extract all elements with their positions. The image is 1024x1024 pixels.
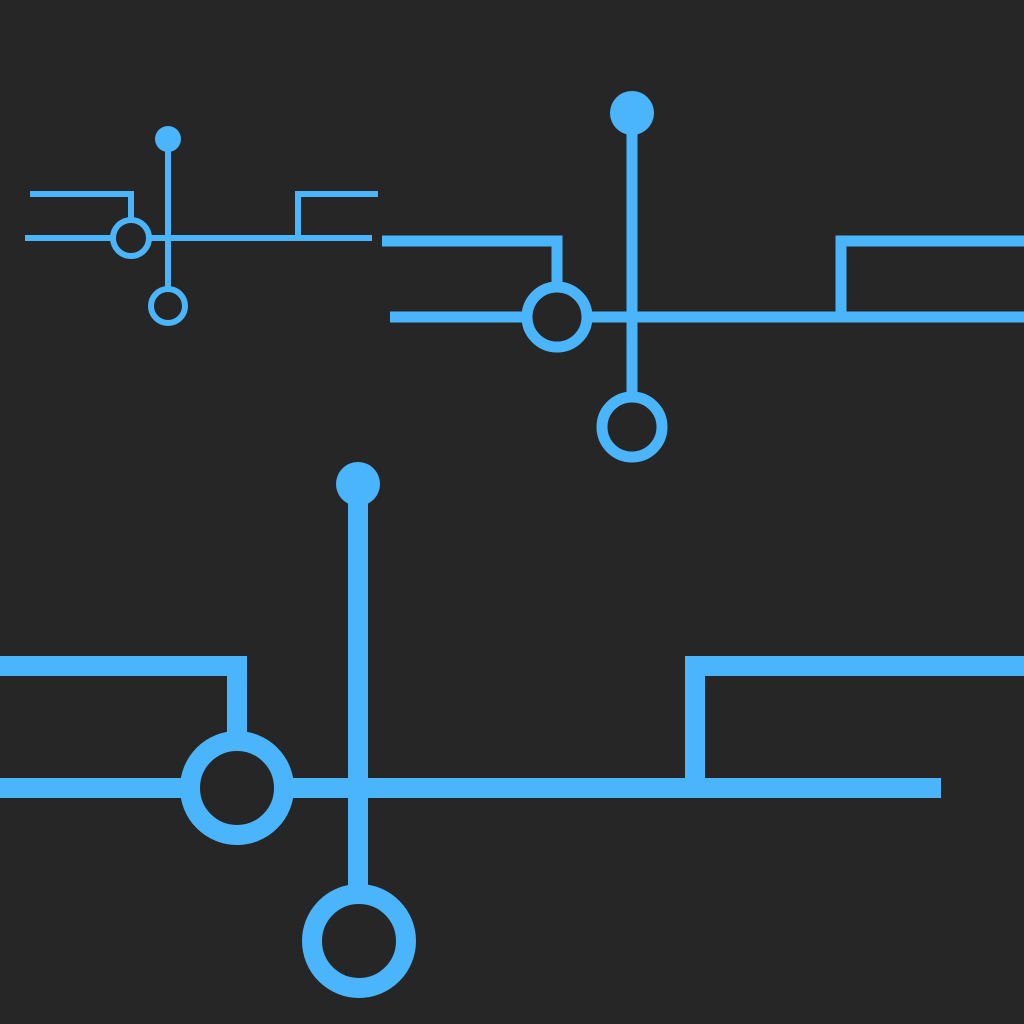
small-branch-left: [30, 191, 134, 220]
small-bottom-ring: [148, 286, 188, 326]
large-top-dot: [336, 462, 380, 506]
medium-bottom-ring: [596, 391, 668, 463]
medium-junction-ring: [521, 281, 593, 353]
large-branch-right: [685, 656, 1024, 788]
small-top-dot: [155, 126, 181, 152]
medium-branch-left: [382, 235, 563, 286]
large-bottom-ring: [302, 884, 416, 998]
circuit-motif-large: [0, 462, 1024, 998]
circuit-motif-small: [25, 126, 378, 326]
small-junction-ring: [110, 217, 152, 259]
large-branch-left: [0, 656, 247, 739]
small-branch-right: [295, 191, 378, 238]
medium-top-dot: [610, 91, 654, 135]
large-junction-ring: [180, 731, 294, 845]
medium-branch-right: [835, 235, 1024, 317]
circuit-motif-medium: [382, 91, 1024, 463]
